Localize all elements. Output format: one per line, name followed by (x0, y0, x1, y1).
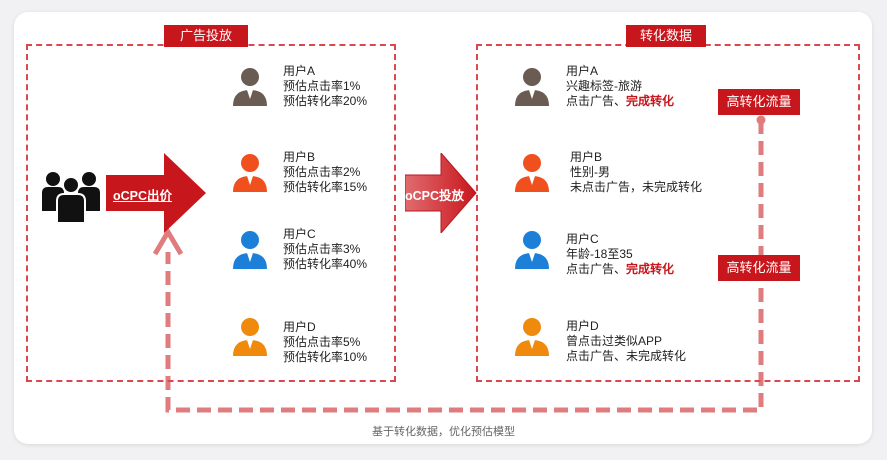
user-name: 用户D (283, 320, 316, 334)
feedback-caption: 基于转化数据，优化预估模型 (372, 426, 515, 438)
high-conversion-label-2: 高转化流量 (718, 255, 800, 281)
result-plain: 点击广告、 (566, 262, 627, 276)
left-user-a-text: 用户A 预估点击率1% 预估转化率20% (283, 64, 367, 109)
right-user-a-text: 用户A 兴趣标签-旅游 点击广告、完成转化 (566, 64, 674, 109)
right-panel-title: 转化数据 (626, 25, 706, 47)
user-name: 用户D (566, 319, 599, 333)
feedback-node-top (756, 115, 766, 125)
user-ctr: 预估点击率5% (283, 335, 361, 349)
right-user-d-icon (515, 318, 549, 356)
result-converted: 完成转化 (626, 262, 675, 276)
ocpc-delivery-label: oCPC投放 (405, 189, 465, 203)
ocpc-bid-arrow (106, 153, 206, 233)
user-name: 用户A (283, 64, 316, 78)
user-cvr: 预估转化率10% (283, 350, 368, 364)
user-name: 用户B (283, 150, 316, 164)
user-tag: 曾点击过类似APP (566, 334, 663, 348)
right-user-a-icon (515, 68, 549, 106)
user-result: 点击广告、未完成转化 (566, 349, 687, 363)
right-user-c-icon (515, 231, 549, 269)
user-group-icon (40, 163, 102, 225)
user-cvr: 预估转化率15% (283, 180, 368, 194)
result-converted: 完成转化 (626, 94, 675, 108)
user-name: 用户A (566, 64, 599, 78)
right-user-d-text: 用户D 曾点击过类似APP 点击广告、未完成转化 (566, 319, 686, 364)
user-a-icon (233, 68, 267, 106)
user-name: 用户C (283, 227, 316, 241)
result-plain: 点击广告、 (566, 94, 627, 108)
user-cvr: 预估转化率20% (283, 94, 368, 108)
user-ctr: 预估点击率2% (283, 165, 361, 179)
left-user-c-text: 用户C 预估点击率3% 预估转化率40% (283, 227, 367, 272)
user-b-icon (233, 154, 267, 192)
left-user-b-text: 用户B 预估点击率2% 预估转化率15% (283, 150, 367, 195)
user-c-icon (233, 231, 267, 269)
right-user-b-text: 用户B 性别-男 未点击广告，未完成转化 (570, 150, 702, 195)
feedback-arrowhead (152, 227, 184, 256)
user-ctr: 预估点击率1% (283, 79, 361, 93)
right-user-b-icon (515, 154, 549, 192)
ocpc-delivery-arrow (405, 153, 477, 233)
user-tag: 年龄-18至35 (566, 247, 633, 261)
left-panel-title: 广告投放 (164, 25, 248, 47)
user-ctr: 预估点击率3% (283, 242, 361, 256)
high-conversion-label-1: 高转化流量 (718, 89, 800, 115)
user-name: 用户C (566, 232, 599, 246)
right-user-c-text: 用户C 年龄-18至35 点击广告、完成转化 (566, 232, 674, 277)
user-name: 用户B (570, 150, 603, 164)
ocpc-bid-label: oCPC出价 (113, 189, 173, 203)
left-user-d-text: 用户D 预估点击率5% 预估转化率10% (283, 320, 367, 365)
user-d-icon (233, 318, 267, 356)
user-result: 点击广告、完成转化 (566, 262, 674, 277)
user-tag: 性别-男 (570, 165, 610, 179)
user-cvr: 预估转化率40% (283, 257, 368, 271)
user-result: 点击广告、完成转化 (566, 94, 674, 109)
user-tag: 兴趣标签-旅游 (566, 79, 642, 93)
user-result: 未点击广告，未完成转化 (570, 180, 703, 194)
